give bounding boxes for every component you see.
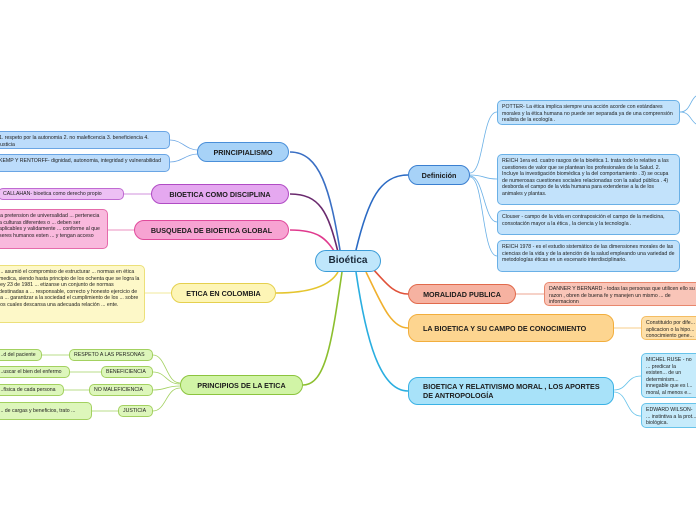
link-disciplina [289, 193, 339, 253]
branch-moralidad-publica[interactable]: MORALIDAD PUBLICA [408, 284, 516, 304]
branch-definicion[interactable]: Definición [408, 165, 470, 185]
relativismo-ruse[interactable]: MICHEL RUSE - no ... predicar la existen… [641, 353, 696, 398]
branch-principios-etica[interactable]: PRINCIPIOS DE LA ETICA [180, 375, 303, 395]
principio-respeto[interactable]: RESPETO A LAS PERSONAS [69, 349, 153, 361]
beneficiencia-detail[interactable]: ...uscar el bien del enfermo [0, 366, 70, 378]
link-principialismo [289, 151, 341, 251]
disciplina-item-1[interactable]: CALLAHAN- bioetica como derecho propio [0, 188, 124, 200]
principialismo-item-2[interactable]: KEMP Y RENTORFF- dignidad, autonomia, in… [0, 154, 170, 172]
global-item-1[interactable]: la pretension de universalidad ... perte… [0, 209, 108, 249]
link-principios [302, 271, 343, 386]
moralidad-item-1[interactable]: DANNER Y BERNARD - todas las personas qu… [544, 282, 696, 306]
relativismo-wilson[interactable]: EDWARD WILSON- ... instintiva a la prot.… [641, 403, 696, 428]
definicion-potter[interactable]: POTTER- La ética implica siempre una acc… [497, 100, 680, 125]
branch-campo-conocimiento[interactable]: LA BIOETICA Y SU CAMPO DE CONOCIMIENTO [408, 314, 614, 342]
colombia-item-1[interactable]: ... asumió el compromiso de estructurar … [0, 265, 145, 323]
link-conocimiento [365, 271, 409, 329]
principio-no-maleficiencia[interactable]: NO MALEFICIENCIA [89, 384, 153, 396]
branch-relativismo-moral[interactable]: BIOETICA Y RELATIVISMO MORAL , LOS APORT… [408, 377, 614, 405]
conocimiento-item-1[interactable]: Constituido por dife... aplicacion o la … [641, 316, 696, 340]
principio-justicia[interactable]: JUSTICIA [118, 405, 153, 417]
definicion-reich-1[interactable]: REICH 1era ed. cuatro rasgos de la bioét… [497, 154, 680, 205]
branch-etica-colombia[interactable]: ETICA EN COLOMBIA [171, 283, 276, 303]
definicion-clouser[interactable]: Clouser - campo de la vida en contraposi… [497, 210, 680, 235]
principialismo-item-1[interactable]: 1. respeto por la autonomia 2. no malefi… [0, 131, 170, 149]
no-maleficiencia-detail[interactable]: ...física de cada persona [0, 384, 64, 396]
link-colombia [275, 271, 339, 294]
link-relativismo [355, 271, 409, 392]
branch-bioetica-disciplina[interactable]: BIOETICA COMO DISCIPLINA [151, 184, 289, 204]
branch-bioetica-global[interactable]: BUSQUEDA DE BIOETICA GLOBAL [134, 220, 289, 240]
definicion-reich-1978[interactable]: REICH 1978 - es el estudio sistemático d… [497, 240, 680, 272]
principio-beneficiencia[interactable]: BENEFICIENCIA [101, 366, 153, 378]
branch-principialismo[interactable]: PRINCIPIALISMO [197, 142, 289, 162]
central-topic[interactable]: Bioética [315, 250, 381, 272]
justicia-detail[interactable]: ... de cargas y beneficios, trato ... [0, 402, 92, 420]
link-definicion [355, 174, 409, 251]
respeto-detail[interactable]: ...d del paciente [0, 349, 42, 361]
